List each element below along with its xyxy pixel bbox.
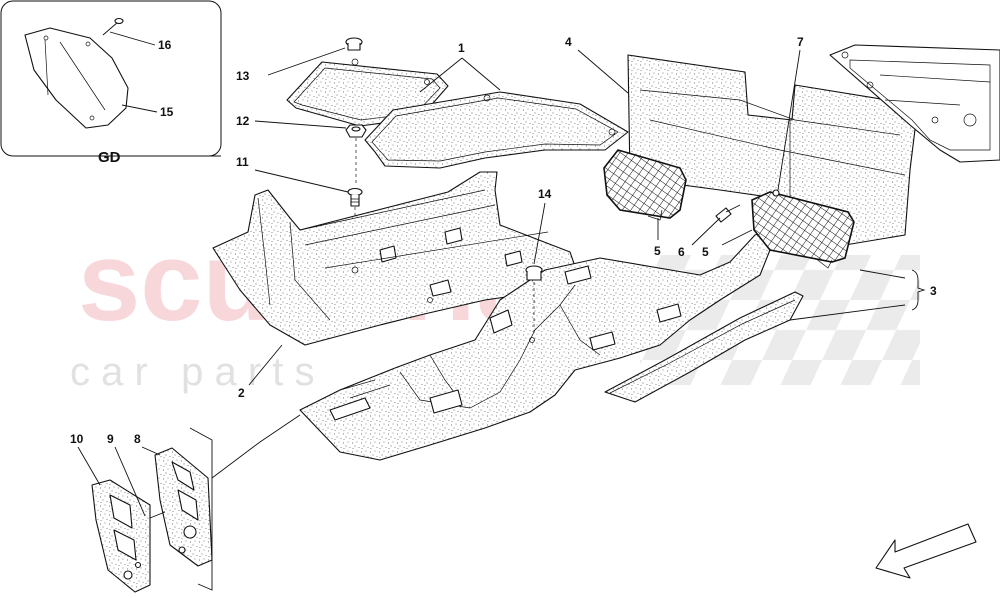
callout-15: 15	[160, 105, 174, 119]
callout-10: 10	[70, 432, 84, 446]
part-16-screw	[102, 17, 124, 36]
callout-1: 1	[458, 41, 465, 55]
direction-arrow-icon	[875, 523, 977, 579]
callout-2: 2	[238, 386, 245, 400]
callout-5a: 5	[654, 244, 661, 258]
callout-labels: 1 2 3 4 5 5 6 7 8 9 10 11 12 13 14 15 16	[70, 35, 937, 446]
part-11-stud	[347, 187, 363, 207]
part-4-rear-bulkhead-panel	[627, 54, 919, 246]
part-3-rear-floor-carpet	[299, 229, 771, 461]
callout-16: 16	[158, 38, 172, 52]
callout-12: 12	[236, 114, 250, 128]
part-10-bracket	[91, 479, 151, 593]
part-5-storage-net-left	[603, 149, 687, 221]
part-3-side-sill	[604, 291, 804, 403]
part-15-trim-panel	[24, 27, 129, 129]
part-8-bracket	[154, 447, 213, 567]
inset-gd: GD	[0, 0, 222, 166]
callout-14: 14	[538, 187, 552, 201]
part-6-screw	[715, 204, 741, 223]
callout-7: 7	[797, 35, 804, 49]
part-2-front-floor-carpet	[212, 171, 579, 346]
callout-6: 6	[678, 245, 685, 259]
body-rear-panel	[829, 44, 1000, 163]
part-14-plug	[525, 265, 543, 281]
callout-9: 9	[107, 432, 114, 446]
inset-label: GD	[98, 149, 121, 166]
watermark-subtitle: c a r p a r t s	[70, 350, 315, 394]
part-7-screw	[772, 189, 780, 197]
inset-frame	[0, 0, 222, 157]
callout-3: 3	[930, 284, 937, 298]
leader-lines	[77, 47, 926, 517]
callout-8: 8	[134, 432, 141, 446]
part-12-clip	[345, 124, 367, 138]
callout-11: 11	[236, 155, 249, 169]
callout-5b: 5	[702, 245, 709, 259]
part-1-front-mat	[364, 91, 629, 169]
callout-4: 4	[565, 35, 572, 49]
part-13-fastener	[345, 37, 363, 51]
callout-13: 13	[236, 69, 250, 83]
part-5-storage-net-right	[751, 191, 855, 269]
